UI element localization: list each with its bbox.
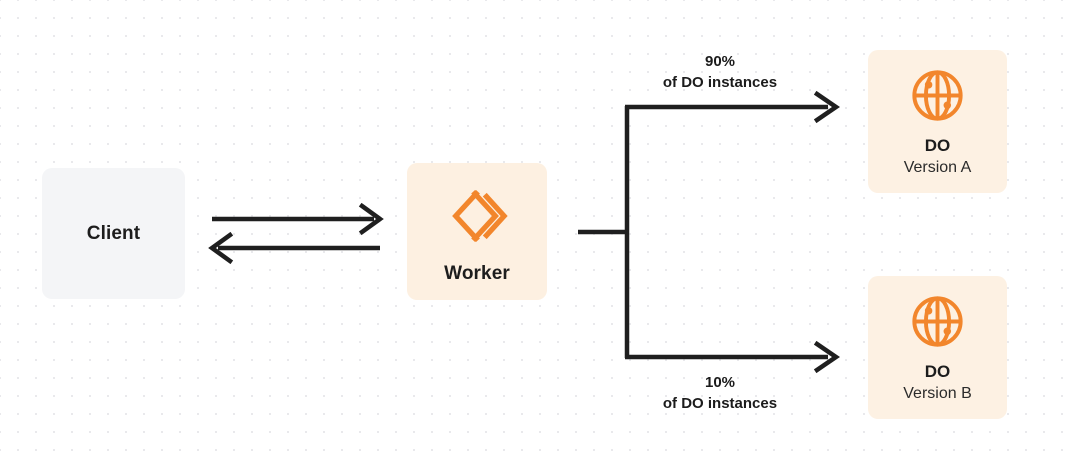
client-node-label: Client xyxy=(86,222,141,244)
worker-to-do-a-label: 90% of DO instances xyxy=(625,52,815,93)
cloudflare-workers-icon xyxy=(446,185,508,247)
worker-to-do-b-caption: of DO instances xyxy=(662,394,778,412)
worker-to-do-a-arrow xyxy=(625,90,840,124)
durable-object-b-subtitle: Version B xyxy=(903,384,972,402)
durable-object-a-subtitle: Version A xyxy=(903,158,972,176)
worker-to-do-a-caption: of DO instances xyxy=(662,73,778,91)
durable-object-a-title: DO xyxy=(924,135,951,155)
worker-to-client-arrow xyxy=(208,231,380,265)
durable-object-a-node[interactable]: DO Version A xyxy=(868,50,1007,193)
worker-node-label: Worker xyxy=(444,262,510,284)
globe-icon xyxy=(909,67,966,124)
worker-to-do-b-percent: 10% xyxy=(704,374,736,391)
globe-icon xyxy=(909,293,966,350)
worker-node[interactable]: Worker xyxy=(407,163,547,300)
client-to-worker-arrow xyxy=(212,202,384,236)
worker-split-connector xyxy=(578,106,630,358)
client-node[interactable]: Client xyxy=(42,168,185,299)
worker-to-do-a-percent: 90% xyxy=(704,53,736,70)
durable-object-b-title: DO xyxy=(924,361,951,381)
durable-object-b-node[interactable]: DO Version B xyxy=(868,276,1007,419)
worker-to-do-b-label: 10% of DO instances xyxy=(625,373,815,414)
worker-to-do-b-arrow xyxy=(625,340,840,374)
